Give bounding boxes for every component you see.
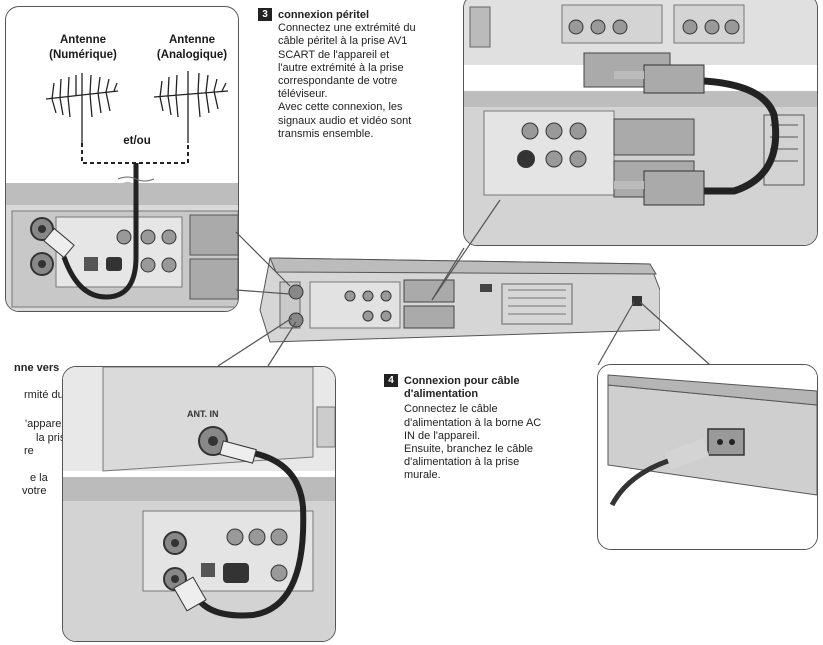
analog-antenna-label: Antenne (Analogique) [146,33,238,63]
power-illustration [598,365,817,549]
step2-line: 'appareil [25,418,67,431]
step3-line: câble péritel à la prise AV1 [278,35,408,48]
step3-section: 3 connexion péritel Connectez une extrémi… [258,8,468,141]
antenna-illustration [6,71,238,311]
step3-number: 3 [258,8,272,21]
step2-section: nne vers rmité du 'appareil la prise re … [0,362,90,498]
ant-in-illustration [63,367,335,641]
step3-line: SCART de l'appareil et [278,48,390,61]
antenna-connection-panel: Antenne (Numérique) Antenne (Analogique)… [5,6,239,312]
step4-body: Connectez le câble d'alimentation à la b… [404,403,594,482]
step4-line: Ensuite, branchez le câble [404,443,534,456]
analog-antenna-title: Antenne [169,34,215,46]
step4-number: 4 [384,374,398,387]
step4-line: Connectez le câble [404,403,498,416]
step3-line: téléviseur. [278,88,328,101]
or-label: et/ou [123,135,151,147]
step3-heading: 3 connexion péritel [258,8,468,22]
step2-line: votre [22,485,47,498]
step4-heading: 4 Connexion pour câble [384,374,594,388]
digital-antenna-subtitle: (Numérique) [49,49,117,61]
power-connection-panel [597,364,818,550]
step4-line: d'alimentation à la borne AC [404,416,542,429]
ant-in-connection-panel: ANT. IN [62,366,336,642]
step2-line: rmité du [24,389,64,402]
step3-line: l'autre extrémité à la prise [278,61,404,74]
step3-line: signaux audio et vidéo sont [278,114,412,127]
ant-in-label: ANT. IN [187,409,219,419]
digital-antenna-label: Antenne (Numérique) [42,33,124,63]
step3-line: Avec cette connexion, les [278,101,403,114]
step4-section: 4 Connexion pour câble d'alimentation Con… [384,374,594,483]
step2-line: re [24,444,34,457]
step3-line: Connectez une extrémité du [278,22,416,35]
step4-title-line1: Connexion pour câble [404,375,520,387]
step2-title-fragment: nne vers [14,362,60,374]
step4-line: d'alimentation à la prise [404,456,520,469]
step3-line: correspondante de votre [278,75,398,88]
scart-connection-panel [463,0,818,246]
analog-antenna-subtitle: (Analogique) [156,49,228,61]
step2-line: e la [30,472,48,485]
step4-title-line2: d'alimentation [404,388,479,401]
digital-antenna-title: Antenne [60,34,106,46]
step2-body: rmité du 'appareil la prise re e la votr… [0,389,90,498]
scart-illustration [464,0,817,245]
step4-line: murale. [404,469,441,482]
recorder-illustration [259,257,661,343]
step3-line: transmis ensemble. [278,127,374,140]
dvd-recorder-rear [240,250,661,350]
step3-body: Connectez une extrémité du câble péritel… [278,22,468,141]
step3-title: connexion péritel [278,9,370,21]
step4-line: IN de l'appareil. [404,429,481,442]
